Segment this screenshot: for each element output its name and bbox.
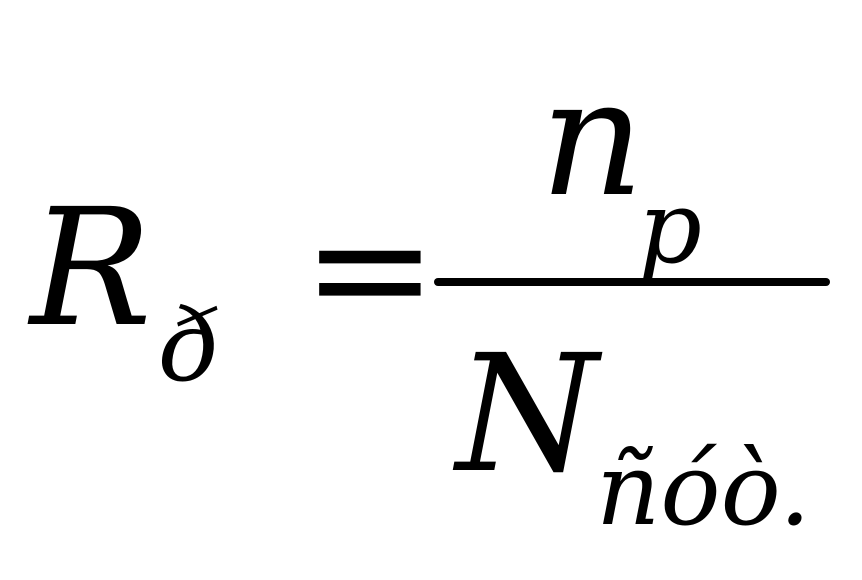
lhs-symbol: R [30, 175, 152, 363]
denominator-symbol: N [456, 321, 598, 509]
lhs-subscript: ð [160, 287, 221, 404]
numerator-subscript: p [638, 169, 703, 286]
numerator-symbol: n [540, 45, 645, 233]
denominator-subscript: ñóò. [596, 431, 811, 548]
equals-sign: = [302, 175, 438, 363]
fraction-bar [434, 278, 830, 286]
